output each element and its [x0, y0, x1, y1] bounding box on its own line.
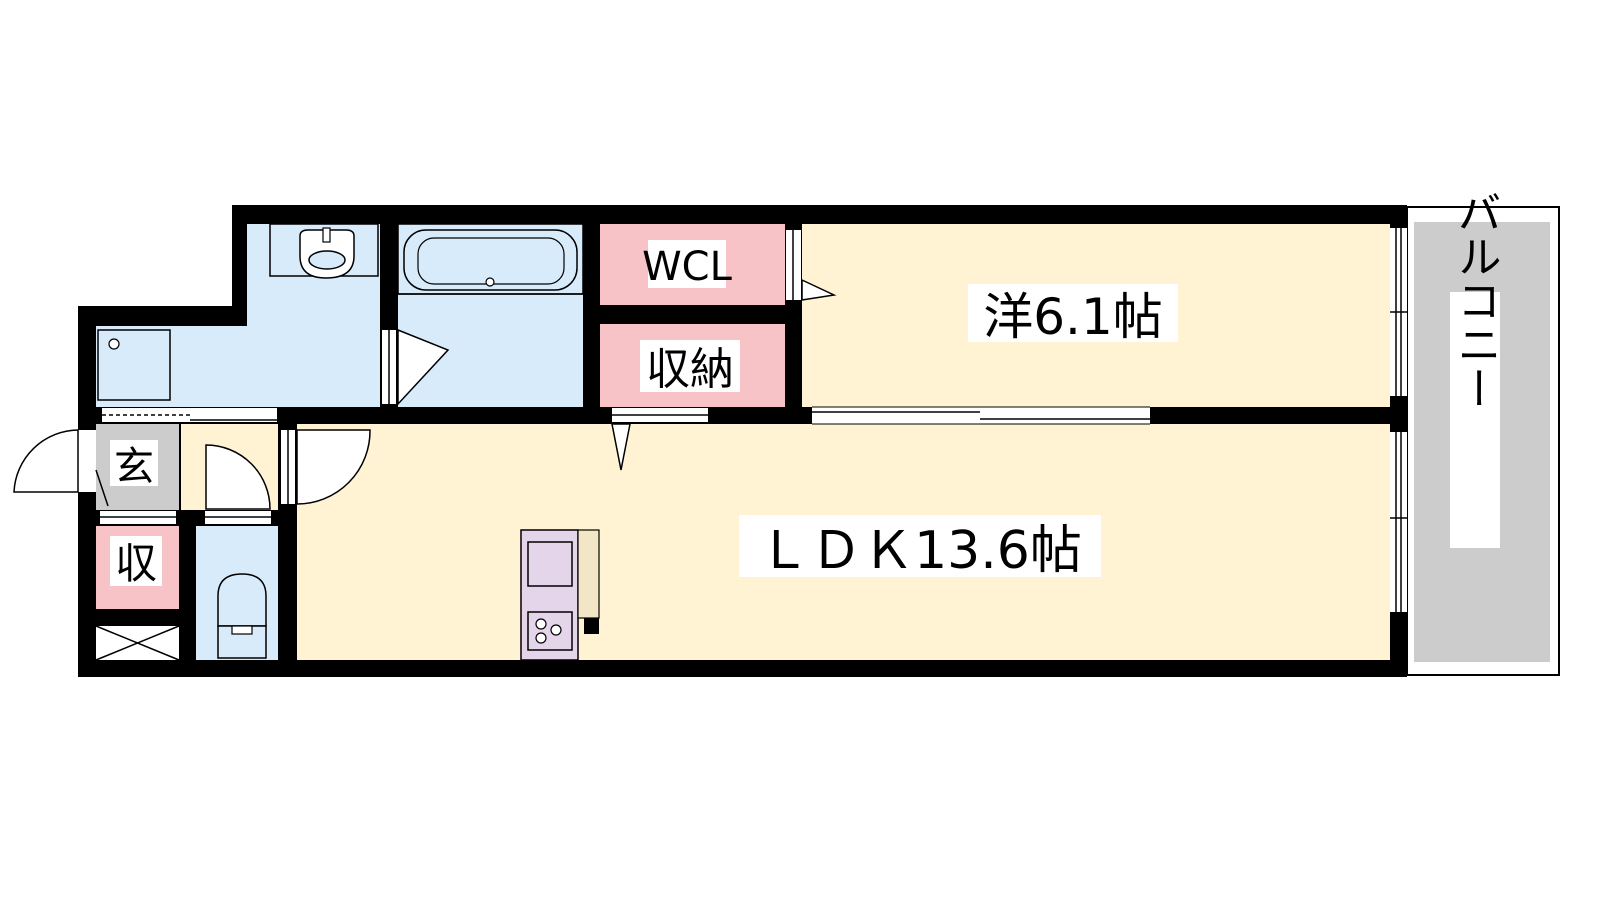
- entrance-storage-label: 収: [115, 539, 157, 588]
- storage-door-wedge: [611, 423, 631, 471]
- kitchen-counter: [520, 529, 600, 661]
- entrance-door: [13, 429, 79, 493]
- washing-machine: [97, 329, 171, 401]
- ldk-label: ＬＤＫ13.6帖: [758, 521, 1082, 581]
- walk-in-closet-label: WCL: [642, 244, 732, 290]
- ldk-entry-door: [296, 429, 371, 505]
- doors: [13, 278, 837, 510]
- bathtub: [397, 223, 584, 295]
- toilet-bowl: [217, 573, 267, 659]
- balcony-label-bg: [1450, 292, 1500, 548]
- western-room-door-wedge: [801, 278, 837, 301]
- entrance-label: 玄: [114, 444, 154, 490]
- wash-basin: [269, 223, 379, 279]
- bathroom-door: [397, 328, 450, 406]
- windows: [100, 228, 1407, 612]
- western-room-label: 洋6.1帖: [983, 288, 1163, 346]
- kitchen-sink: [527, 541, 573, 587]
- label-backgrounds: [110, 240, 1178, 586]
- storage-label: 収納: [646, 344, 734, 395]
- cooktop: [527, 611, 573, 651]
- shoe-cabinet-cross: [95, 625, 180, 661]
- balcony: [1406, 206, 1560, 676]
- balcony-label: バルコニー: [1450, 190, 1501, 410]
- toilet-door: [205, 444, 271, 510]
